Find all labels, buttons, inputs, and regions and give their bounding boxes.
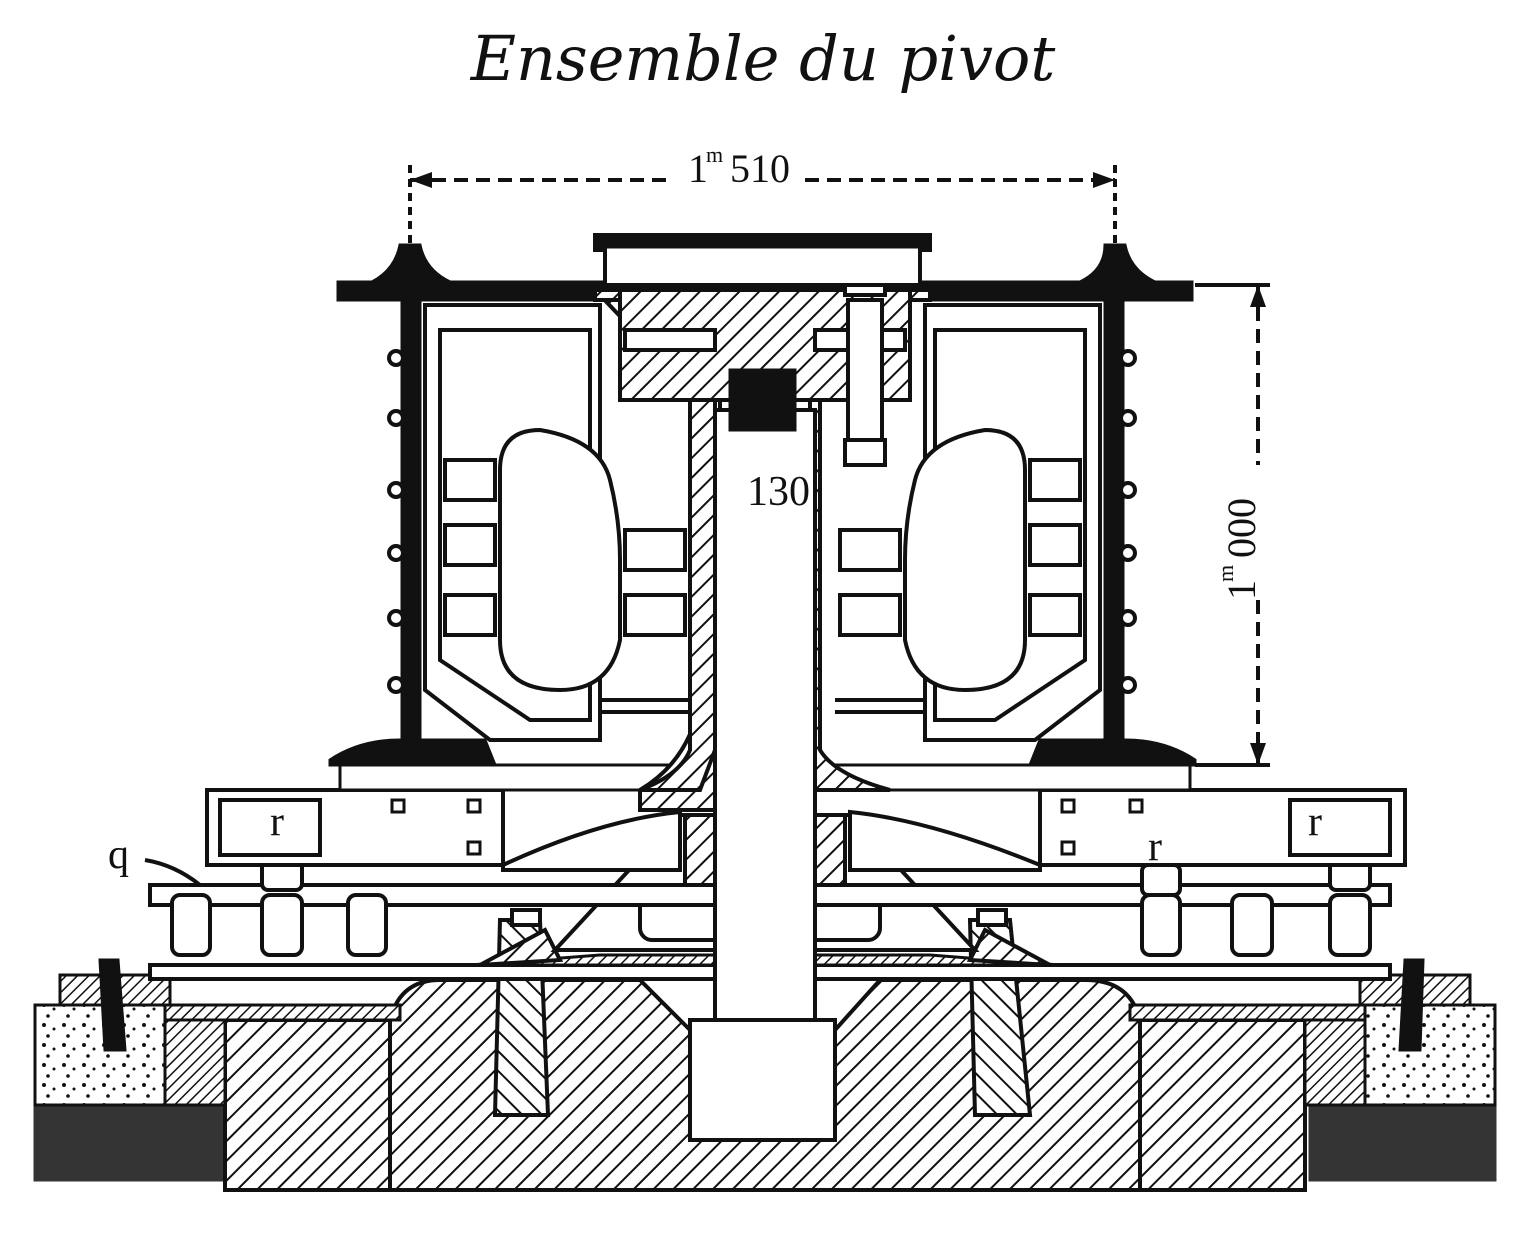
height-dimension-meters: 1 bbox=[1219, 580, 1264, 600]
drawing-title: Ensemble du pivot bbox=[470, 22, 1056, 95]
height-dimension-millimeters: 000 bbox=[1219, 498, 1264, 558]
bore-diameter-label: 130 bbox=[747, 469, 810, 515]
height-dimension-unit: m bbox=[1213, 565, 1238, 582]
part-labels: q r r r r bbox=[108, 799, 1322, 887]
label-r-right-inner: r bbox=[1148, 824, 1162, 870]
central-column: 130 bbox=[590, 233, 932, 1022]
label-q: q bbox=[108, 832, 129, 878]
height-dimension: 1 m 000 bbox=[1195, 283, 1270, 767]
foundation bbox=[33, 973, 1497, 1192]
label-r-left-outer: r bbox=[270, 799, 284, 845]
width-dimension-millimeters: 510 bbox=[730, 146, 790, 191]
width-dimension-unit: m bbox=[706, 142, 723, 167]
pivot-housing bbox=[328, 243, 1197, 792]
width-dimension: 1 m 510 bbox=[408, 142, 1117, 250]
label-r-right-outer: r bbox=[1308, 799, 1322, 845]
width-dimension-meters: 1 bbox=[688, 146, 708, 191]
